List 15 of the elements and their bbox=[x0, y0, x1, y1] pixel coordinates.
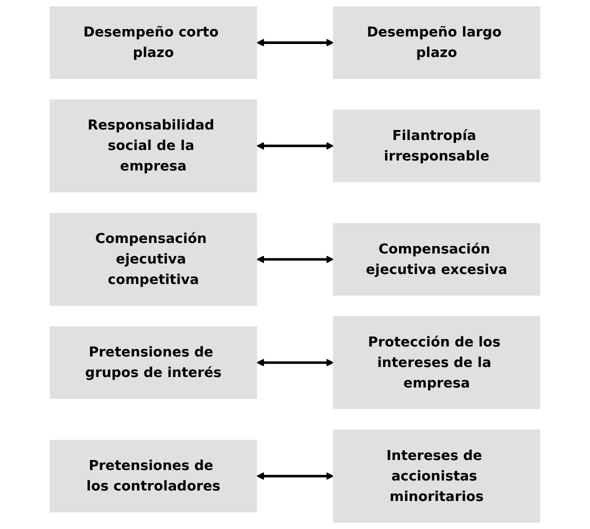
node-box bbox=[50, 212, 258, 306]
arrow bbox=[256, 358, 334, 366]
node-box bbox=[50, 6, 258, 79]
node-box bbox=[332, 430, 540, 523]
node-box bbox=[332, 316, 540, 410]
arrow bbox=[256, 38, 334, 46]
node-box bbox=[50, 326, 258, 399]
node-box bbox=[50, 440, 258, 512]
arrow bbox=[256, 256, 334, 264]
node-box bbox=[332, 110, 540, 182]
arrow bbox=[256, 472, 334, 480]
node-box bbox=[332, 6, 540, 79]
arrow bbox=[256, 142, 334, 150]
node-box bbox=[50, 99, 258, 192]
node-box bbox=[332, 223, 540, 296]
